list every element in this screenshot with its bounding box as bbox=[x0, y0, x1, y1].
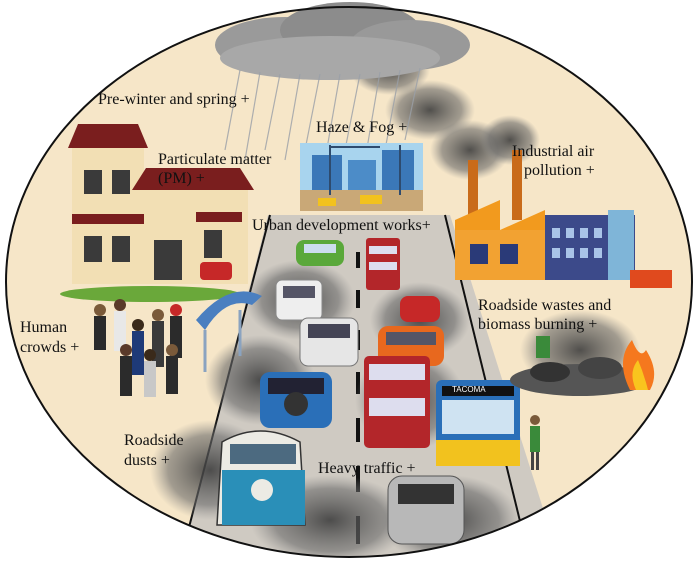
label-dusts-line1: Roadside bbox=[124, 432, 184, 449]
label-roadside-wastes-line1: Roadside wastes and bbox=[478, 297, 612, 314]
label-roadside-wastes-line2: biomass burning + bbox=[478, 316, 598, 333]
vehicle-silver-car bbox=[387, 475, 465, 545]
vehicle-blue-bus bbox=[436, 380, 520, 466]
label-urban-dev: Urban development works+ bbox=[252, 217, 431, 234]
label-heavy-traffic: Heavy traffic + bbox=[318, 460, 416, 477]
vehicle-white-van bbox=[275, 279, 323, 321]
label-human-line1: Human bbox=[20, 319, 68, 336]
vehicle-red-bus-far bbox=[366, 238, 400, 290]
vehicle-white-suv bbox=[299, 317, 359, 367]
human-crowd bbox=[94, 299, 182, 397]
label-human-line2: crowds + bbox=[20, 339, 80, 356]
label-industrial-line1: Industrial air bbox=[512, 143, 595, 160]
label-pm-line1: Particulate matter bbox=[158, 151, 272, 168]
factory-illustration bbox=[455, 150, 672, 288]
bus-destination-sign: TACOMA bbox=[452, 385, 486, 394]
pedestrian-right bbox=[530, 415, 540, 470]
label-pre-winter: Pre-winter and spring + bbox=[98, 91, 250, 108]
construction-scene bbox=[300, 143, 423, 211]
vehicle-vw-van bbox=[216, 430, 306, 526]
vehicle-green-car bbox=[296, 240, 344, 266]
house-illustration bbox=[60, 124, 254, 302]
garbage-fire bbox=[510, 336, 655, 396]
label-industrial-line2: pollution + bbox=[524, 162, 595, 179]
bus-shelter bbox=[196, 291, 262, 372]
vehicle-red-car bbox=[400, 296, 440, 322]
label-haze-fog: Haze & Fog + bbox=[316, 119, 408, 136]
label-pm-line2: (PM) + bbox=[158, 170, 205, 187]
vehicle-red-bus-near bbox=[364, 356, 430, 448]
ellipse-border bbox=[5, 6, 693, 558]
vehicle-blue-suv bbox=[260, 372, 332, 428]
rain-cloud bbox=[215, 2, 470, 161]
label-dusts-line2: dusts + bbox=[124, 452, 170, 469]
